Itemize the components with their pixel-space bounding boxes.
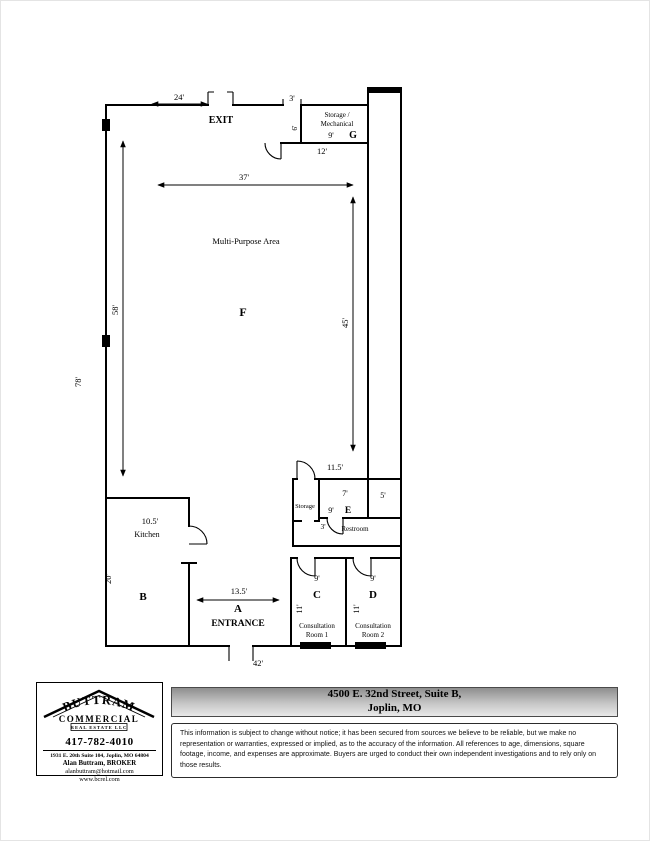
door-arc <box>264 142 282 160</box>
svg-text:BUTTRAM: BUTTRAM <box>61 693 138 715</box>
dimension-label: 11' <box>295 604 304 614</box>
room-letter-c: C <box>313 589 321 601</box>
brand-logo: BUTTRAM COMMERCIAL REAL ESTATE LLC <box>43 689 155 731</box>
storage-mechanical-label: Storage / <box>324 111 349 119</box>
dimension-label: 20' <box>103 574 113 585</box>
dimension-label: 24' <box>174 92 185 102</box>
room-letter-e: E <box>345 506 351 516</box>
doors <box>188 91 372 661</box>
walls <box>105 92 402 647</box>
door-jamb <box>207 91 214 105</box>
entrance-label: ENTRANCE <box>211 619 264 629</box>
dimension-label: 9' <box>314 574 320 583</box>
dimension-label: 9' <box>370 574 376 583</box>
dimension-label: 9' <box>328 131 334 140</box>
consultation-room2-label: Consultation <box>355 622 391 630</box>
disclaimer-text: This information is subject to change wi… <box>180 730 596 769</box>
dimension-label: 7' <box>342 489 348 498</box>
dimension-label: 58' <box>110 305 120 316</box>
wall-panel <box>102 119 110 131</box>
dimension-label: 3' <box>320 522 326 531</box>
exit-label: EXIT <box>209 115 234 126</box>
consultation-room1-label: Room 1 <box>306 631 329 639</box>
dimension-arrows <box>120 101 356 603</box>
brand-subtitle-box <box>70 723 128 731</box>
door-arc <box>326 517 344 535</box>
consultation-room1-label: Consultation <box>299 622 335 630</box>
brand-divider <box>43 750 156 751</box>
restroom-label: Restroom <box>341 525 369 533</box>
brand-box: BUTTRAM COMMERCIAL REAL ESTATE LLC 417-7… <box>36 682 163 783</box>
dimension-label: 78' <box>73 377 83 388</box>
room-letter-g: G <box>349 130 357 141</box>
consultation-room2-label: Room 2 <box>362 631 385 639</box>
brand-commercial: COMMERCIAL <box>59 714 140 724</box>
dimension-label: 5' <box>380 491 386 500</box>
multi-purpose-label: Multi-Purpose Area <box>212 236 280 246</box>
wall-features <box>102 87 402 649</box>
room-letter-f: F <box>239 305 246 319</box>
property-address-bar: 4500 E. 32nd Street, Suite B, Joplin, MO <box>171 687 618 717</box>
brand-address: 1931 E. 20th Suite 104, Joplin, MO 64804 <box>50 753 149 759</box>
dimension-label: 37' <box>239 172 250 182</box>
room-letter-b: B <box>139 591 147 603</box>
dimension-label: 9' <box>328 506 334 515</box>
brand-name: BUTTRAM <box>61 693 137 715</box>
floor-plan: 24' EXIT 3' Storage / Mechanical 6' 9' G… <box>73 87 402 668</box>
dimension-label: 3' <box>289 94 295 103</box>
dimension-label: 11.5' <box>327 462 344 472</box>
dimension-label: 11' <box>352 604 361 614</box>
logo-roof-icon <box>52 695 146 718</box>
brand-website: www.bcrel.com <box>79 776 120 783</box>
dimension-label: 12' <box>317 146 328 156</box>
door-arc <box>296 460 316 480</box>
door-arc <box>296 557 316 577</box>
storage-mechanical-label: Mechanical <box>321 120 354 128</box>
dimension-label: 13.5' <box>231 586 248 596</box>
plan-labels: 24' EXIT 3' Storage / Mechanical 6' 9' G… <box>73 92 391 668</box>
property-address-line1: 4500 E. 32nd Street, Suite B, <box>327 688 462 701</box>
brand-phone: 417-782-4010 <box>65 736 134 748</box>
dimension-label: 45' <box>340 318 350 329</box>
logo-roof-icon <box>43 689 155 719</box>
wall-cap <box>367 87 402 93</box>
dimension-label: 42' <box>253 658 264 668</box>
brand-email: alanbuttram@hotmail.com <box>65 768 134 775</box>
kitchen-label: Kitchen <box>134 530 159 539</box>
dimension-label: 6' <box>290 125 299 131</box>
window <box>300 642 331 649</box>
brand-subtitle: REAL ESTATE LLC <box>71 725 128 730</box>
door-jamb <box>227 91 234 105</box>
door-arc <box>352 557 372 577</box>
room-letter-a: A <box>234 603 242 615</box>
room-letter-d: D <box>369 589 377 601</box>
door-arc <box>188 525 208 545</box>
brand-broker: Alan Buttram, BROKER <box>62 760 137 767</box>
disclaimer-box: This information is subject to change wi… <box>171 723 618 778</box>
window <box>355 642 386 649</box>
dimension-label: 10.5' <box>142 516 159 526</box>
wall-panel <box>102 335 110 347</box>
property-address-line2: Joplin, MO <box>367 702 422 714</box>
storage-closet-label: Storage <box>295 503 315 510</box>
